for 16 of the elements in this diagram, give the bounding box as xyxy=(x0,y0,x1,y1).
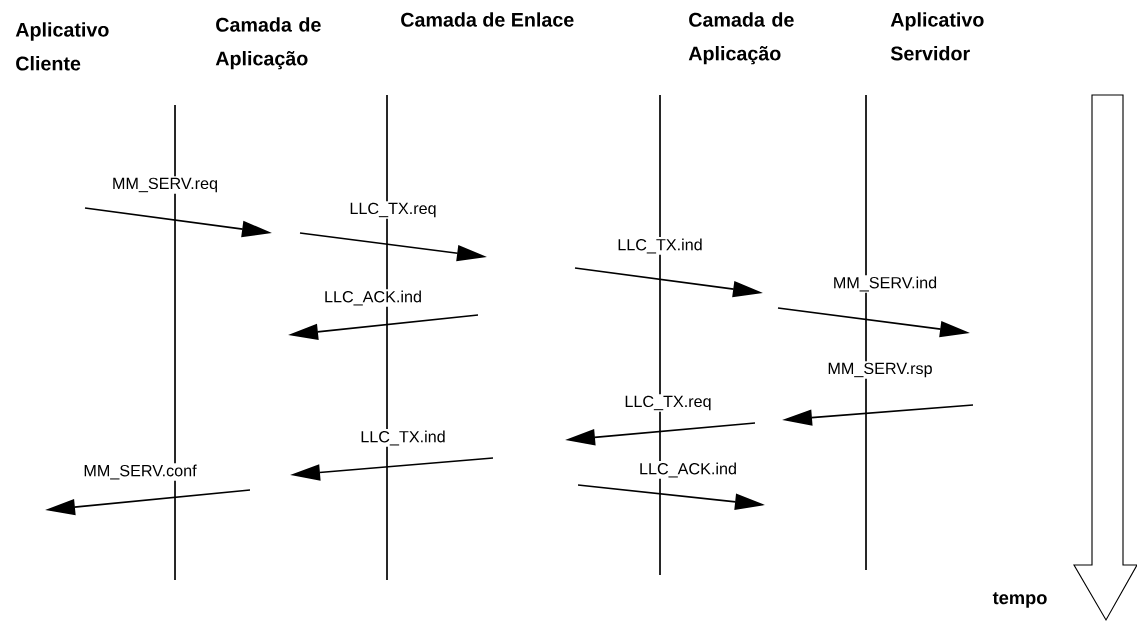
column-header: Camada de Enlace xyxy=(401,12,574,27)
message-label: LLC_TX.ind xyxy=(358,429,448,447)
column-header: Aplicativo Cliente xyxy=(15,22,109,71)
message-label: MM_SERV.req xyxy=(110,176,220,194)
message-label: MM_SERV.conf xyxy=(82,463,199,481)
column-header: Camada de Aplicação xyxy=(688,12,794,65)
message-label: MM_SERV.ind xyxy=(831,275,939,293)
message-label: LLC_ACK.ind xyxy=(637,461,739,479)
column-header: Camada de Aplicação xyxy=(215,17,321,70)
message-label: LLC_TX.ind xyxy=(615,237,705,255)
message-label: LLC_ACK.ind xyxy=(322,289,424,307)
message-label: LLC_TX.req xyxy=(348,201,438,219)
column-header: Aplicativo Servidor xyxy=(890,12,984,61)
message-label: LLC_TX.req xyxy=(623,394,713,412)
message-label: MM_SERV.rsp xyxy=(826,361,934,379)
time-label: tempo xyxy=(992,592,1047,608)
